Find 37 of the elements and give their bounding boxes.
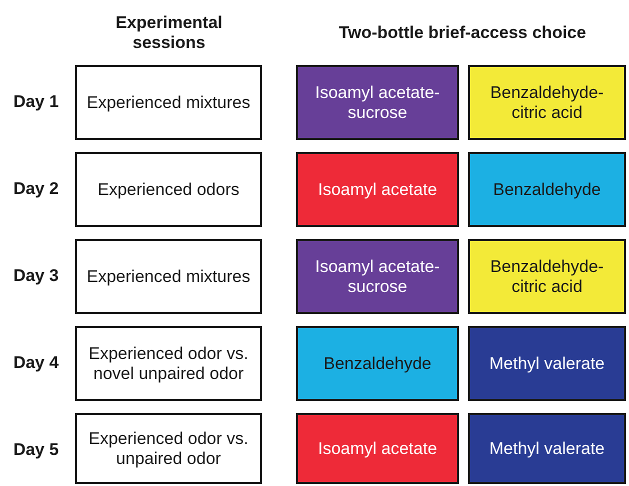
box-text: Experienced odors	[98, 180, 240, 200]
odor-box	[468, 239, 626, 314]
column-heading: Experimental sessions	[114, 13, 224, 53]
day-label: Day 2	[12, 179, 60, 199]
box-text: Experienced mixtures	[86, 92, 250, 112]
day-label: Day 3	[12, 266, 60, 286]
box-text: Isoamyl acetate	[318, 438, 438, 458]
box-text: Benzaldehyde-citric acid	[489, 82, 605, 122]
odor-box	[468, 65, 626, 140]
box-text: Experienced mixtures	[86, 266, 250, 286]
odor-box	[296, 239, 459, 314]
box-text: Methyl valerate	[489, 438, 605, 458]
box-text: Experienced odor vs. novel unpaired odor	[88, 344, 250, 384]
box-text: Isoamyl acetate-sucrose	[314, 256, 441, 296]
box-text: Methyl valerate	[489, 354, 605, 374]
odor-box	[296, 152, 459, 227]
day-label: Day 4	[12, 353, 60, 373]
day-label: Day 1	[12, 92, 60, 112]
session-box	[75, 65, 262, 140]
session-box	[75, 413, 262, 484]
odor-box	[296, 65, 459, 140]
box-text: Benzaldehyde	[493, 180, 601, 200]
box-text: Isoamyl acetate-sucrose	[314, 82, 441, 122]
odor-box	[296, 413, 459, 484]
box-text: Experienced odor vs. unpaired odor	[88, 428, 250, 468]
odor-box	[296, 326, 459, 401]
odor-box	[468, 152, 626, 227]
box-text: Benzaldehyde-citric acid	[489, 256, 605, 296]
session-box	[75, 152, 262, 227]
box-text: Isoamyl acetate	[318, 180, 438, 200]
day-label: Day 5	[12, 440, 60, 460]
session-box	[75, 239, 262, 314]
box-text: Benzaldehyde	[324, 354, 432, 374]
column-heading: Two-bottle brief-access choice	[338, 23, 588, 43]
session-box	[75, 326, 262, 401]
odor-box	[468, 413, 626, 484]
odor-box	[468, 326, 626, 401]
